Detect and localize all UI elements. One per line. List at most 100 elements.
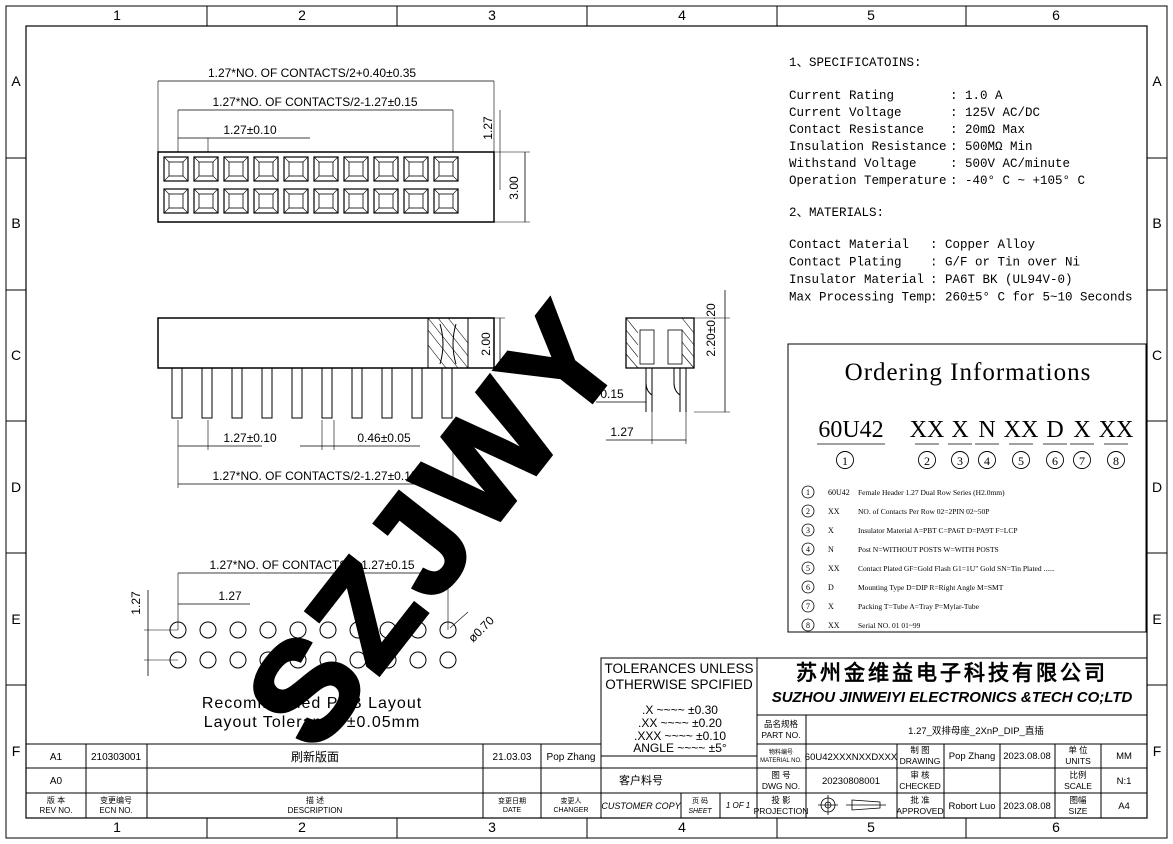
tol-row-4: ANGLE ~~~~ ±5° xyxy=(633,741,727,755)
order-code: XX xyxy=(1099,417,1134,443)
customer-label: 客户料号 xyxy=(619,773,663,787)
drawing-label-en: DRAWING xyxy=(900,756,941,766)
dim-side-span: 1.27*NO. OF CONTACTS/2-1.27±0.15 xyxy=(212,469,417,483)
material-key: Contact Material xyxy=(789,238,909,252)
zone-row-label: F xyxy=(12,743,21,759)
material-key: Max Processing Temp xyxy=(789,291,932,305)
dwg-label-en: DWG NO. xyxy=(762,781,800,791)
dim-pcb-span: 1.27*NO. OF CONTACTS/2-1.27±0.15 xyxy=(209,558,414,572)
ecn-header-en: ECN NO. xyxy=(99,806,132,815)
contact-cell-inner xyxy=(228,193,244,209)
dwg-label: 图 号 xyxy=(771,770,790,780)
spec-value: : 125V AC/DC xyxy=(950,106,1040,120)
zone-row-label: C xyxy=(1152,347,1162,363)
scale-label-en: SCALE xyxy=(1064,781,1092,791)
changer-header: 变更人 xyxy=(561,796,582,805)
drawing-date: 2023.08.08 xyxy=(1003,751,1051,762)
projection-label: 投 影 xyxy=(771,795,791,805)
zone-col-label: 1 xyxy=(113,7,121,23)
contact-cell-inner xyxy=(408,193,424,209)
zone-row-label: D xyxy=(1152,479,1162,495)
contact-cell-bevel xyxy=(223,188,249,214)
scale-label: 比例 xyxy=(1069,770,1086,780)
order-code: X xyxy=(1073,417,1090,443)
spec-key: Withstand Voltage xyxy=(789,157,917,171)
units-label-en: UNITS xyxy=(1065,756,1091,766)
contact-cell xyxy=(283,156,309,182)
order-item-circle xyxy=(801,542,815,556)
pcb-hole xyxy=(289,651,307,669)
contact-cell-inner xyxy=(378,193,394,209)
contact-cell xyxy=(433,156,459,182)
name-label-en: PART NO. xyxy=(761,730,800,740)
desc-header: 描 述 xyxy=(306,795,324,805)
dim-side-height: 2.00 xyxy=(479,332,493,356)
dim-sect-height: 2.20±0.20 xyxy=(704,303,718,357)
contact-cell xyxy=(283,188,309,214)
zone-row-label: E xyxy=(1152,611,1161,627)
zone-row-label: D xyxy=(11,479,21,495)
pcb-hole xyxy=(349,621,367,639)
approved-label: 批 准 xyxy=(910,795,930,805)
contact-cell-inner xyxy=(198,193,214,209)
zone-row-label: B xyxy=(1152,215,1161,231)
pcb-hole xyxy=(379,651,397,669)
material-value: : Copper Alloy xyxy=(930,238,1036,252)
spec-key: Current Rating xyxy=(789,89,894,103)
order-code-num: 3 xyxy=(957,454,963,468)
contact-cell-inner xyxy=(318,161,334,177)
order-code-num: 2 xyxy=(924,454,930,468)
pcb-hole xyxy=(169,651,187,669)
order-item-circle xyxy=(801,504,815,518)
contact-cell-inner xyxy=(378,161,394,177)
order-code-circle xyxy=(1012,451,1030,469)
contact-cell xyxy=(343,188,369,214)
order-code-num: 1 xyxy=(842,454,848,468)
tol-title2: OTHERWISE SPCIFIED xyxy=(605,677,753,692)
tol-title1: TOLERANCES UNLESS xyxy=(604,661,753,676)
order-item-code: 60U42 xyxy=(828,488,850,497)
part-name-value: 1.27_双排母座_2XnP_DIP_直插 xyxy=(908,725,1044,737)
contact-cell-bevel xyxy=(163,188,189,214)
zone-col-label: 5 xyxy=(867,819,875,835)
dim-top-width: 3.00 xyxy=(507,176,521,200)
contact-cell xyxy=(313,188,339,214)
projection-symbol xyxy=(818,795,886,815)
side-pin xyxy=(411,367,423,419)
contact-cell-bevel xyxy=(343,188,369,214)
contact-cell-inner xyxy=(288,161,304,177)
material-label-en: MATERIAL NO. xyxy=(760,758,802,764)
order-item-desc: Female Header 1.27 Dual Row Series (H2.0… xyxy=(858,488,1005,497)
changer-header-en: CHANGER xyxy=(553,807,588,814)
order-item-circle xyxy=(801,523,815,537)
units-value: MM xyxy=(1116,751,1132,762)
desc-header-en: DESCRIPTION xyxy=(288,806,343,815)
approved-name: Robort Luo xyxy=(948,801,995,812)
order-item-desc: Post N=WITHOUT POSTS W=WITH POSTS xyxy=(858,545,999,554)
contact-cell-inner xyxy=(288,193,304,209)
order-code-circle xyxy=(1073,451,1091,469)
dim-top-pitch: 1.27±0.10 xyxy=(223,123,277,137)
pcb-hole xyxy=(349,651,367,669)
contact-cell xyxy=(343,156,369,182)
dim-pcb-hole: ø0.70 xyxy=(465,613,497,645)
contact-cell-inner xyxy=(318,193,334,209)
order-item-code: XX xyxy=(828,621,840,630)
spec-key: Current Voltage xyxy=(789,106,902,120)
rev-2-no: A0 xyxy=(50,776,63,787)
zone-row-label: E xyxy=(11,611,20,627)
name-label: 品名规格 xyxy=(764,719,799,729)
rev-1-no: A1 xyxy=(50,752,63,763)
ordering-title: Ordering Informations xyxy=(845,359,1092,386)
order-item-desc: Mounting Type D=DIP R=Right Angle M=SMT xyxy=(858,583,1004,592)
size-label-en: SIZE xyxy=(1069,806,1088,816)
contact-cell xyxy=(223,188,249,214)
order-code-num: 7 xyxy=(1079,454,1085,468)
contact-cell-bevel xyxy=(253,156,279,182)
order-code: N xyxy=(978,417,995,443)
tol-row-1: .X ~~~~ ±0.30 xyxy=(642,703,718,717)
side-pin xyxy=(381,367,393,419)
zone-col-label: 3 xyxy=(488,7,496,23)
material-value: : PA6T BK (UL94V-0) xyxy=(930,273,1073,287)
